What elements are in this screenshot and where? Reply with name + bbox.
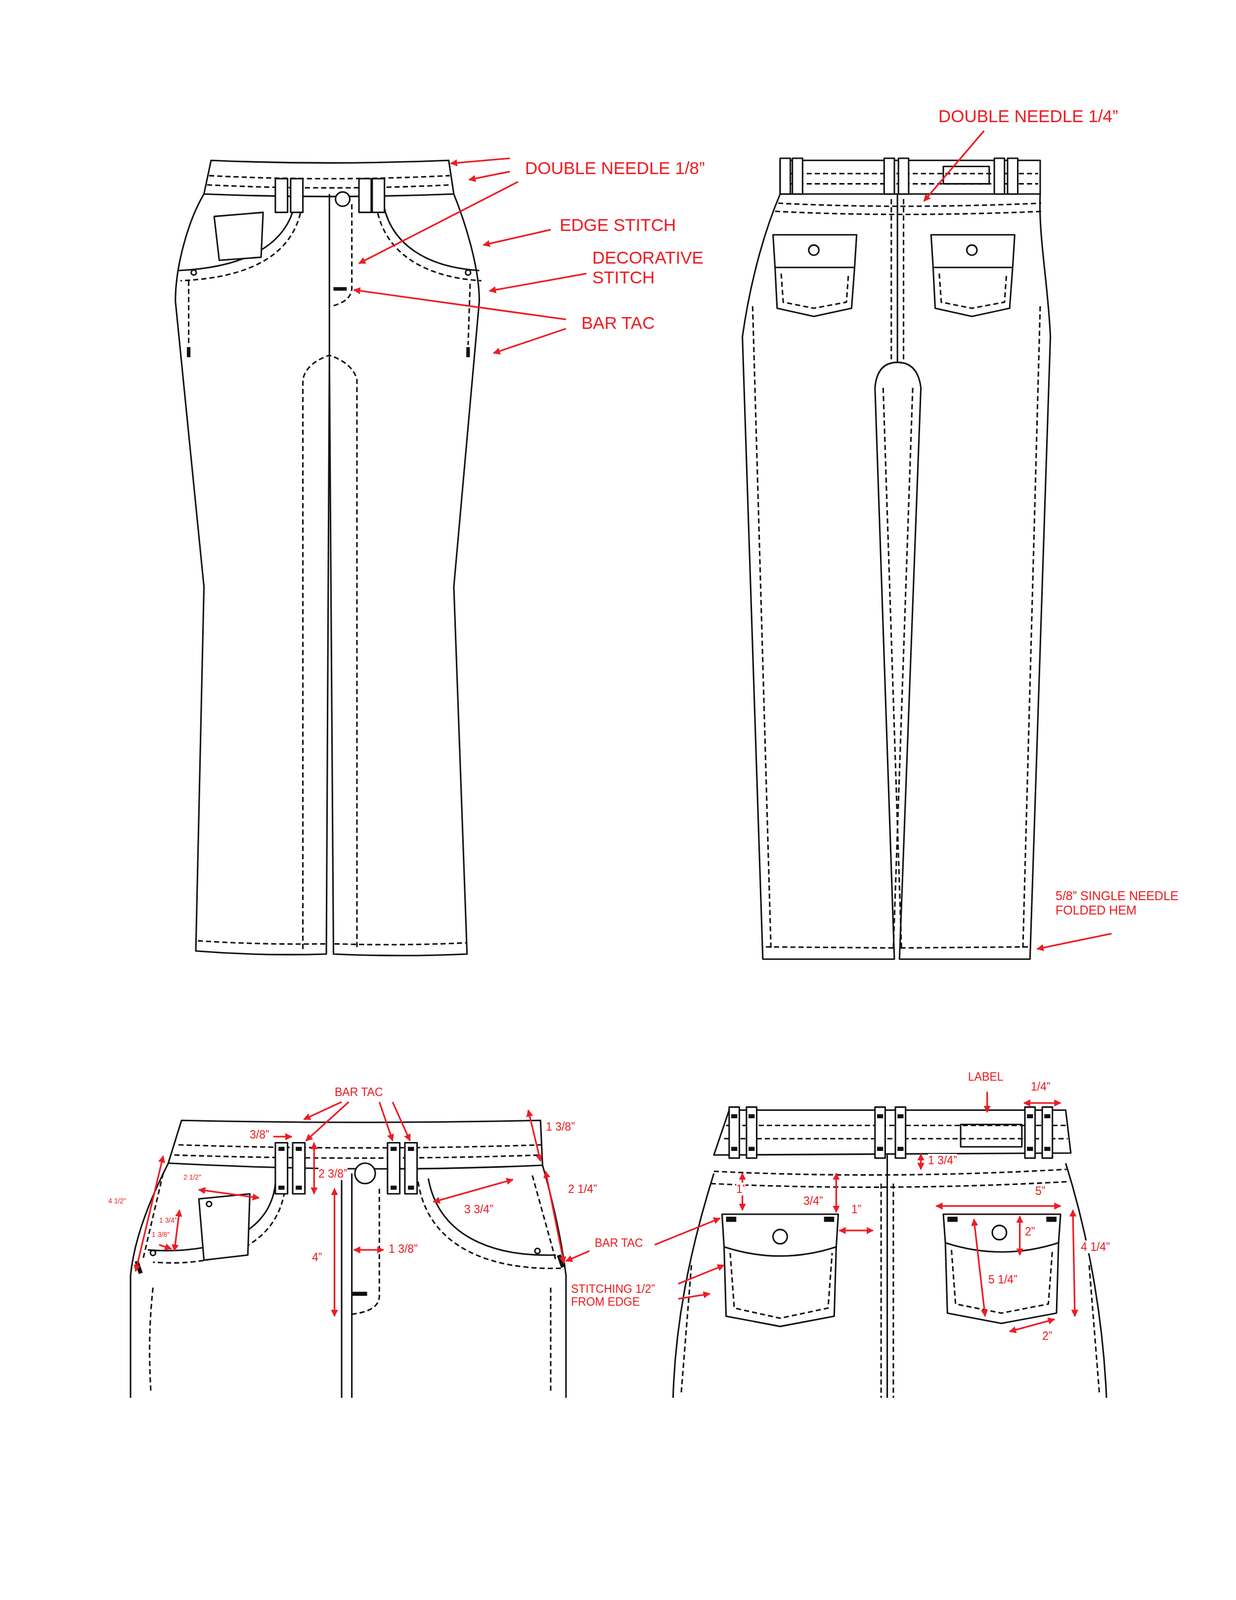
annotation-label: LABEL <box>968 1069 1004 1083</box>
annotation-label: 1” <box>851 1202 862 1216</box>
annotation-label: 3/4” <box>803 1193 824 1207</box>
annotation-label: 1 3/8” <box>388 1241 418 1255</box>
annotation-label: 2” <box>1042 1328 1053 1342</box>
annotation-label: 3/8” <box>249 1127 270 1141</box>
annotation-label: 2 1/2” <box>183 1172 202 1181</box>
annotation-label: 5/8” SINGLE NEEDLE FOLDED HEM <box>1055 888 1209 918</box>
annotation-label: 1 3/4” <box>159 1215 177 1224</box>
annotation-label: 4 1/2” <box>108 1196 127 1205</box>
annotation-label: 2 1/4” <box>568 1182 598 1195</box>
annotation-label: 2” <box>1024 1224 1035 1238</box>
annotation-label: BAR TAC <box>334 1085 384 1099</box>
annotation-label: 3 3/4” <box>464 1202 494 1216</box>
annotation-label: 4” <box>311 1250 322 1264</box>
annotation-label: BAR TAC <box>594 1236 644 1249</box>
annotation-label: 1 3/8” <box>545 1119 575 1133</box>
annotation-label: 5” <box>1035 1184 1046 1197</box>
annotation-label: STITCHING 1/2” FROM EDGE <box>571 1281 679 1309</box>
annotation-label: DOUBLE NEEDLE 1/8” <box>525 158 706 178</box>
annotation-label: DOUBLE NEEDLE 1/4” <box>938 106 1119 127</box>
annotation-label: 1” <box>736 1182 747 1195</box>
annotation-label: 5 1/4” <box>988 1272 1018 1286</box>
annotation-label: BAR TAC <box>581 312 655 333</box>
annotation-label: 1 3/4” <box>927 1153 958 1167</box>
annotation-label: EDGE STITCH <box>559 215 676 235</box>
annotation-label: 2 3/8” <box>318 1166 348 1180</box>
annotation-label: 4 1/4” <box>1080 1239 1110 1253</box>
annotation-label: 1 3/8” <box>151 1230 170 1238</box>
annotation-label: DECORATIVE STITCH <box>592 247 725 288</box>
annotation-label: 1/4” <box>1030 1079 1051 1093</box>
